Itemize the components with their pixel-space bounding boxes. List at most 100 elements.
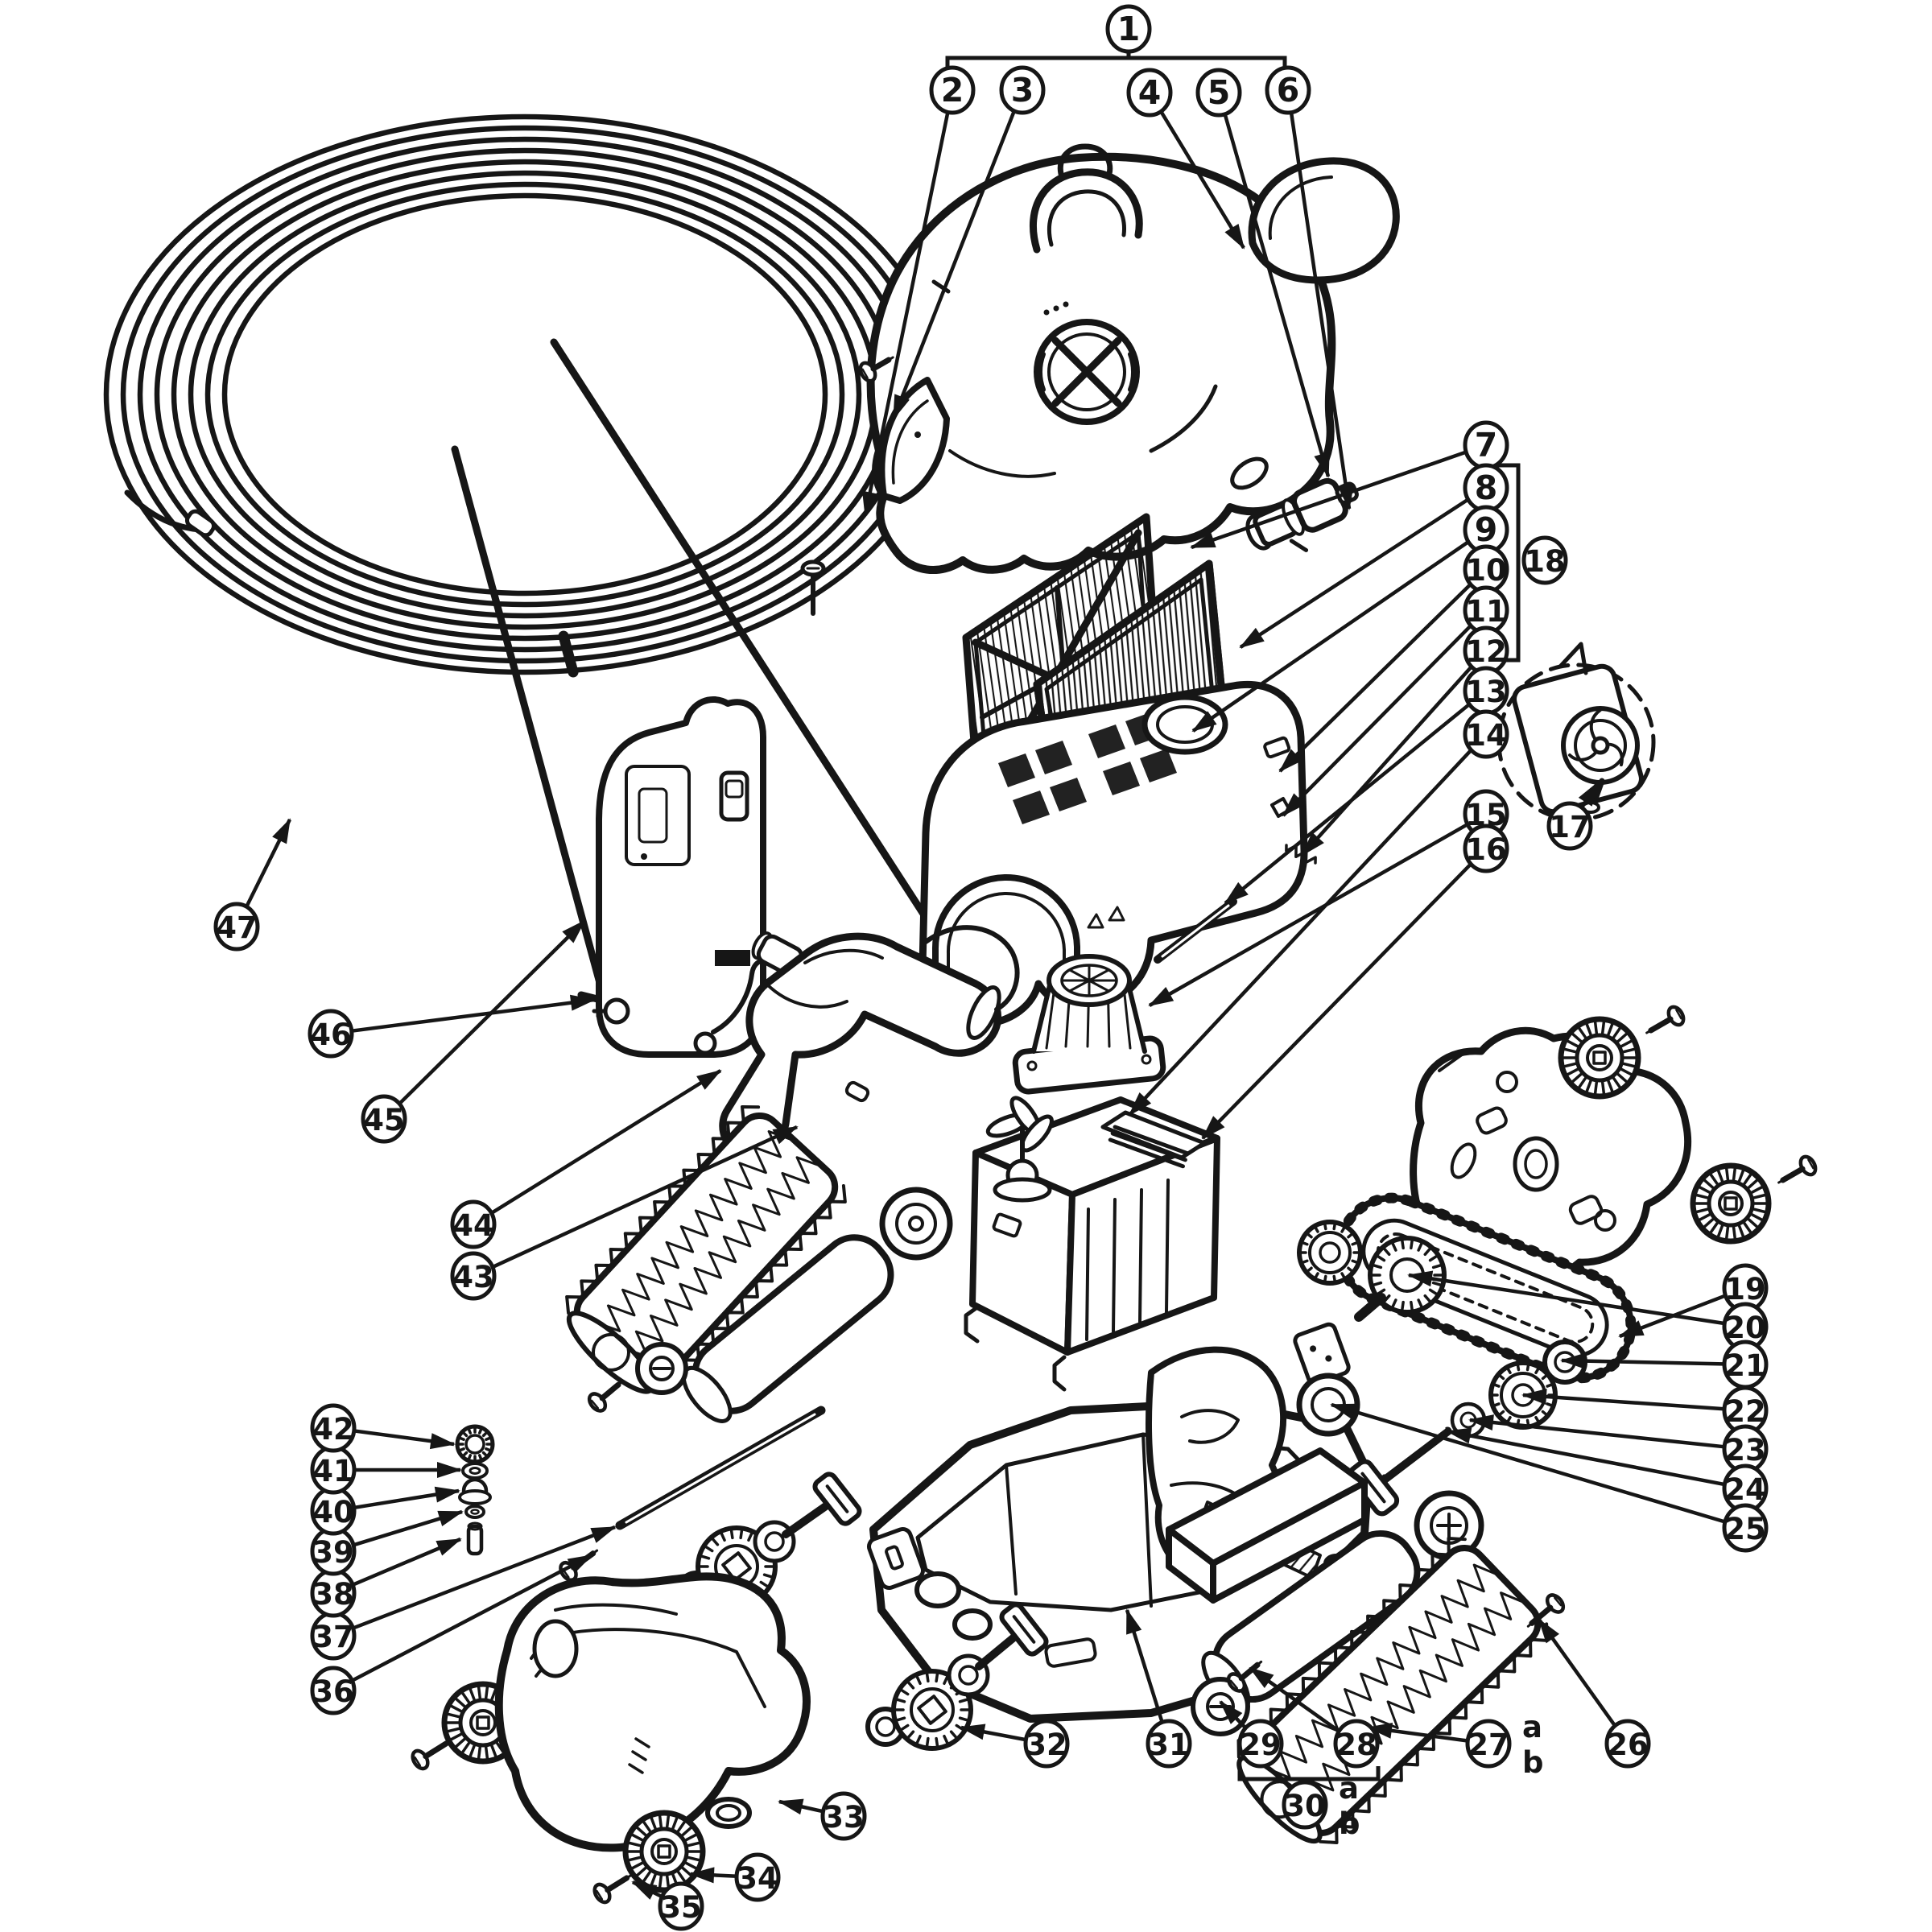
leader-line-3: [891, 110, 1016, 420]
callout-2: 2: [929, 65, 976, 115]
callout-number-3: 3: [1011, 71, 1034, 109]
leader-line-33: [778, 1798, 823, 1815]
callout-number-25: 25: [1724, 1512, 1766, 1546]
leader-line-23: [1468, 1414, 1724, 1449]
callout-18: 18: [1521, 535, 1568, 585]
callout-circle-16: [1463, 824, 1509, 873]
callout-circle-31: [1146, 1719, 1192, 1769]
callout-number-47: 47: [216, 910, 258, 945]
callout-4: 4: [1126, 68, 1173, 118]
callout-number-8: 8: [1475, 469, 1498, 507]
callout-28: 28: [1333, 1719, 1380, 1769]
callout-circle-35: [658, 1881, 704, 1931]
callout-45: 45: [361, 1094, 407, 1144]
callout-30-sub-a: a: [1339, 1771, 1359, 1806]
leader-lines-layer: [245, 110, 1725, 1900]
callout-number-12: 12: [1465, 634, 1507, 669]
callout-number-6: 6: [1277, 71, 1300, 109]
callout-number-11: 11: [1465, 594, 1507, 629]
cover-handle: [1030, 168, 1143, 254]
power-supply-unit: [592, 696, 817, 1058]
callout-number-40: 40: [312, 1495, 354, 1530]
callout-circle-3: [999, 65, 1046, 115]
leader-line-36: [352, 1554, 593, 1682]
callout-22: 22: [1722, 1385, 1769, 1435]
callout-9: 9: [1463, 505, 1509, 555]
brush-roller-front: [565, 1104, 847, 1394]
callout-circle-26: [1604, 1719, 1651, 1769]
callout-34: 34: [734, 1852, 781, 1902]
callout-number-46: 46: [310, 1018, 352, 1052]
wear-plate: [867, 1527, 925, 1590]
callout-15: 15: [1463, 789, 1509, 839]
leader-line-42: [355, 1429, 456, 1450]
leader-line-32: [960, 1724, 1025, 1742]
callout-number-20: 20: [1724, 1311, 1766, 1345]
callout-number-9: 9: [1475, 510, 1498, 549]
bearing-hardware-stack: [455, 1424, 495, 1556]
roller-tube-front: [681, 1234, 894, 1423]
callout-number-34: 34: [737, 1861, 778, 1896]
callout-7: 7: [1463, 420, 1509, 470]
callout-circle-47: [213, 902, 260, 952]
strainer-cone: [1012, 954, 1166, 1095]
callout-35: 35: [658, 1881, 704, 1931]
callout-number-35: 35: [660, 1890, 702, 1925]
callout-number-24: 24: [1724, 1472, 1766, 1507]
callout-circle-46: [308, 1009, 354, 1059]
callout-number-19: 19: [1724, 1272, 1766, 1307]
flap-screw: [858, 356, 894, 383]
callout-number-36: 36: [312, 1674, 354, 1709]
impeller-fan: [985, 1096, 1054, 1203]
callout-number-41: 41: [312, 1454, 354, 1488]
callout-number-2: 2: [941, 71, 964, 109]
callout-21: 21: [1722, 1340, 1769, 1389]
callout-25: 25: [1722, 1503, 1769, 1553]
callout-19: 19: [1722, 1263, 1769, 1313]
callout-circle-29: [1237, 1719, 1284, 1769]
leader-line-11: [1282, 625, 1472, 817]
callout-number-4: 4: [1138, 73, 1162, 112]
leader-line-8: [1239, 498, 1468, 649]
callout-circle-1: [1105, 4, 1152, 54]
callout-number-7: 7: [1475, 426, 1498, 464]
callout-number-21: 21: [1724, 1348, 1766, 1383]
callout-number-23: 23: [1724, 1433, 1766, 1468]
leader-line-34: [689, 1867, 736, 1884]
callout-number-43: 43: [452, 1260, 494, 1294]
callout-number-45: 45: [363, 1103, 405, 1137]
callout-circle-32: [1023, 1719, 1070, 1769]
leader-line-43: [493, 1125, 799, 1269]
callout-number-14: 14: [1465, 718, 1507, 753]
callout-38: 38: [310, 1568, 357, 1618]
callout-6: 6: [1265, 65, 1311, 115]
roller-end-cap-front: [635, 1342, 688, 1395]
leader-line-14: [1128, 749, 1472, 1117]
callout-47: 47: [213, 902, 260, 952]
callout-40: 40: [310, 1486, 357, 1536]
leader-line-31: [1125, 1608, 1164, 1723]
leader-line-7: [1190, 451, 1466, 550]
leader-line-46: [353, 994, 596, 1033]
callout-27-sub-b: b: [1522, 1745, 1544, 1780]
callout-circle-45: [361, 1094, 407, 1144]
callout-41: 41: [310, 1445, 357, 1495]
callout-number-39: 39: [312, 1535, 354, 1570]
group-30-bracket: [1237, 1766, 1381, 1781]
callout-44: 44: [450, 1199, 497, 1249]
callout-number-44: 44: [452, 1208, 494, 1243]
callout-20: 20: [1722, 1302, 1769, 1352]
callout-13: 13: [1463, 666, 1509, 716]
callout-10: 10: [1463, 544, 1509, 594]
cover-insert: [1248, 157, 1400, 284]
leader-line-17: [1578, 781, 1600, 808]
callout-29: 29: [1237, 1719, 1284, 1769]
cover-vent: [1034, 319, 1140, 425]
hose-swivel-fitting: [1245, 477, 1359, 552]
callout-circle-43: [450, 1251, 497, 1301]
callout-33: 33: [820, 1791, 867, 1841]
leader-line-20: [1407, 1270, 1724, 1325]
leader-line-5: [1223, 114, 1331, 478]
callout-circle-18: [1521, 535, 1568, 585]
